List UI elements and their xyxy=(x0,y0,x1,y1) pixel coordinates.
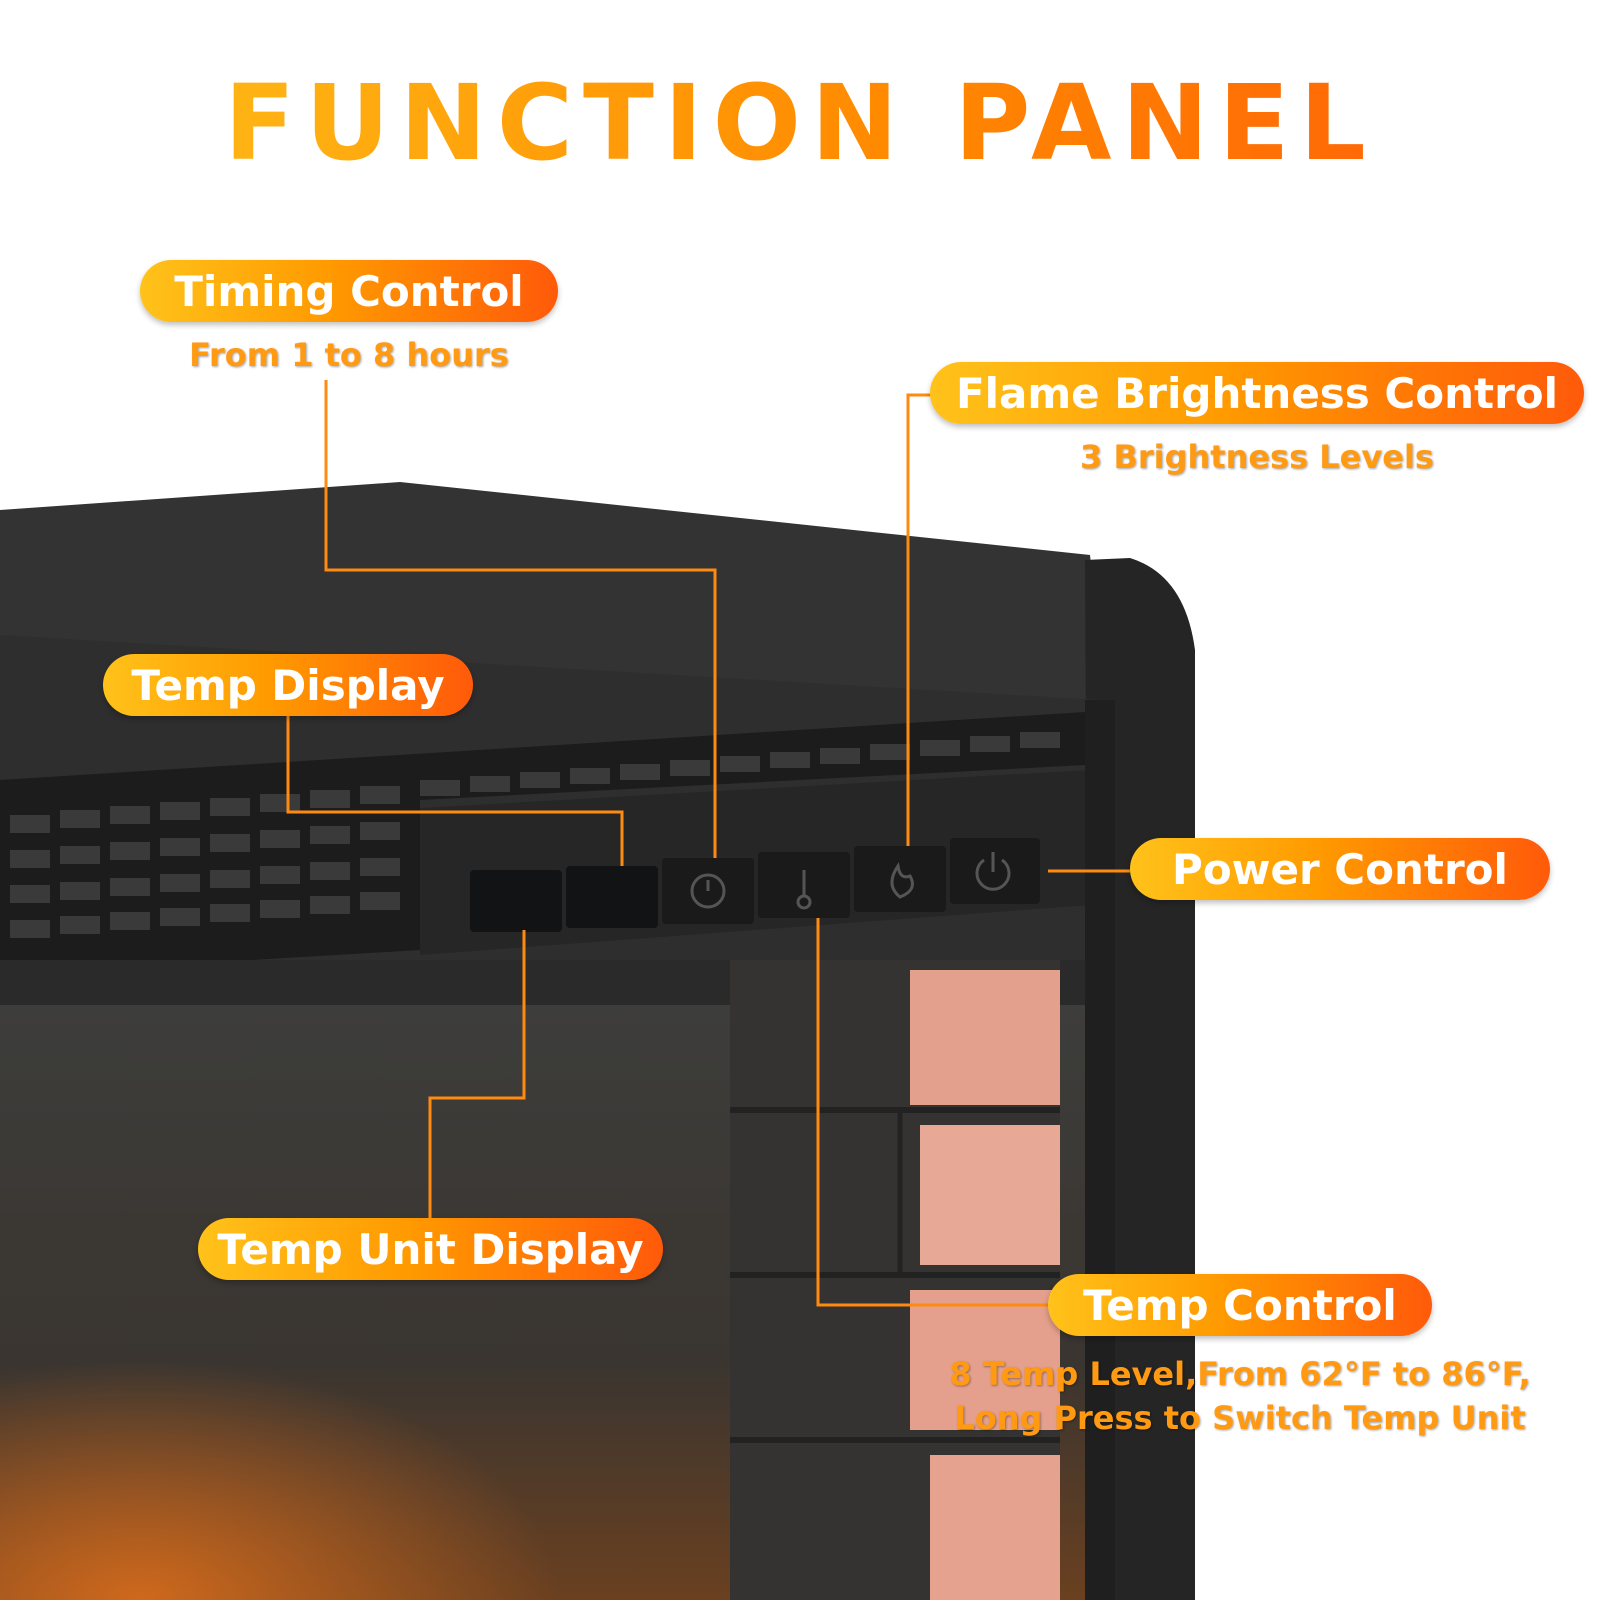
flame-button xyxy=(854,846,946,912)
panel-buttons xyxy=(662,838,1040,924)
interior-bricks xyxy=(730,960,1060,1600)
fireplace-top xyxy=(0,482,1105,705)
temp-control-label: Temp Control xyxy=(1048,1274,1432,1336)
leader-lines xyxy=(286,380,1130,1307)
power-icon xyxy=(975,852,1011,891)
flame-brightness-detail: 3 Brightness Levels xyxy=(1080,438,1434,476)
temp-unit-leader xyxy=(428,930,526,1220)
page-title: FUNCTION PANEL xyxy=(0,62,1600,184)
power-button xyxy=(950,838,1040,904)
temp-unit-window xyxy=(470,870,562,932)
temp-control-leader xyxy=(816,918,1048,1307)
temp-display-leader xyxy=(286,708,624,866)
thermometer-icon xyxy=(796,870,812,910)
temp-unit-display-label: Temp Unit Display xyxy=(198,1218,663,1280)
power-control-label: Power Control xyxy=(1130,838,1550,900)
temp-display-label: Temp Display xyxy=(103,654,473,716)
side-frame-edge xyxy=(1085,700,1115,1600)
flame-leader xyxy=(906,393,935,846)
flame-brightness-label: Flame Brightness Control xyxy=(930,362,1584,424)
timer-icon xyxy=(690,873,726,909)
timing-control-detail: From 1 to 8 hours xyxy=(189,336,509,374)
timing-leader xyxy=(324,380,717,858)
vent-slots xyxy=(10,732,1060,938)
timing-control-label: Timing Control xyxy=(140,260,558,322)
temp-control-detail-line2: Long Press to Switch Temp Unit xyxy=(954,1399,1526,1437)
flame-icon xyxy=(890,861,914,899)
temp-control-detail-line1: 8 Temp Level,From 62°F to 86°F, xyxy=(949,1355,1531,1393)
temp-display-window xyxy=(566,866,658,928)
